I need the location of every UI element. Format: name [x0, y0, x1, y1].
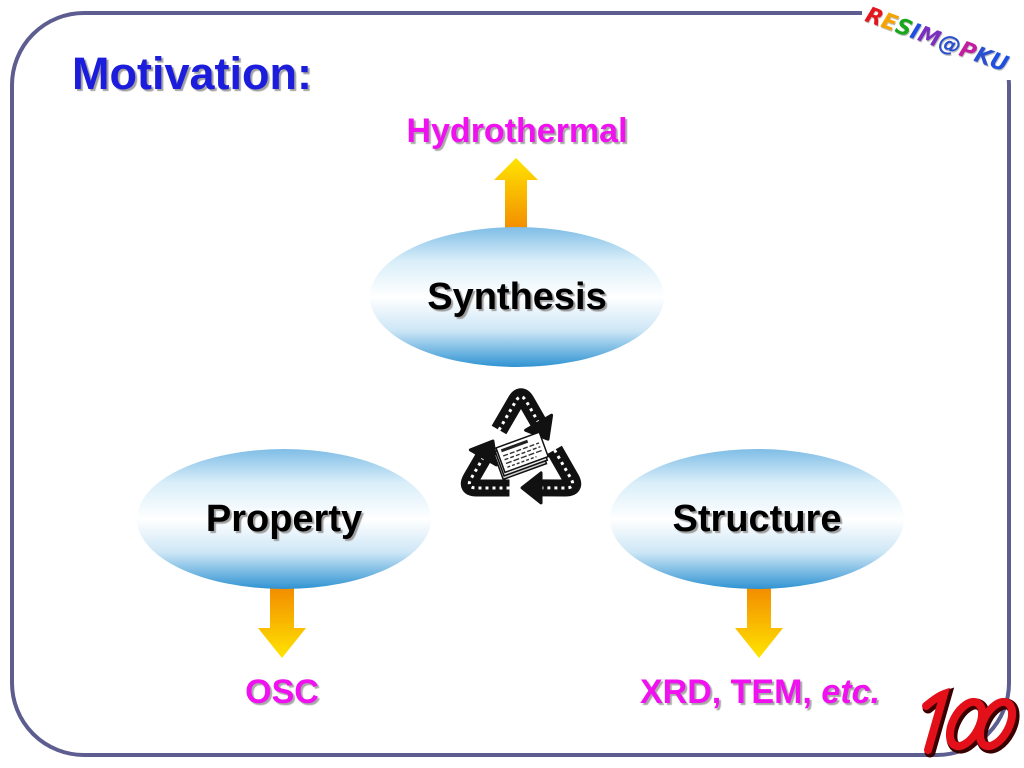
structure-node: Structure	[610, 449, 904, 589]
logo-stroke-one	[922, 687, 950, 754]
slide-title: Motivation:	[72, 48, 312, 99]
structure-method-text: XRD, TEM,	[639, 673, 812, 711]
structure-down-arrow-icon	[735, 586, 783, 658]
structure-method-etc: etc.	[821, 673, 880, 711]
synthesis-node: Synthesis	[370, 227, 664, 367]
property-method-label: OSC	[245, 673, 319, 711]
pku-100-logo	[922, 687, 1020, 758]
property-node-label: Property	[205, 498, 363, 540]
newspaper-stack-icon	[493, 431, 550, 481]
recycle-icon	[446, 378, 596, 516]
synthesis-method-label: Hydrothermal	[406, 112, 628, 150]
structure-method-label: XRD, TEM,etc.	[600, 675, 920, 709]
up-arrow-icon	[494, 158, 538, 232]
property-down-arrow-icon	[258, 586, 306, 658]
logo-backdrop	[862, 0, 1024, 80]
property-node: Property	[137, 449, 431, 589]
logo-loop	[975, 697, 1017, 751]
recycle-arrow	[499, 397, 552, 439]
structure-node-label: Structure	[672, 498, 842, 540]
slide-frame	[10, 11, 1011, 757]
synthesis-node-label: Synthesis	[427, 276, 607, 318]
